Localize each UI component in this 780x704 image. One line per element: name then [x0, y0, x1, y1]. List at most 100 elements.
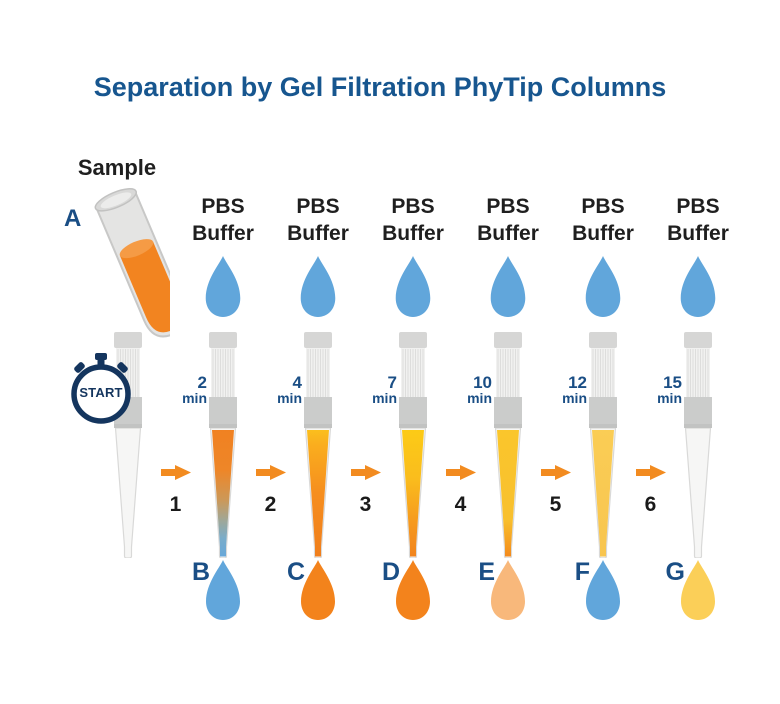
tip-cap — [209, 332, 237, 348]
tip-collar — [304, 397, 332, 428]
elution-time-label: 15 min — [657, 373, 682, 406]
pbs-buffer-line2: Buffer — [192, 222, 254, 245]
tip-collar-edge — [589, 424, 617, 428]
tip-collar-edge — [494, 424, 522, 428]
step-number: 6 — [644, 493, 657, 516]
pbs-buffer-line1: PBS — [581, 195, 625, 218]
diagram-title: Separation by Gel Filtration PhyTip Colu… — [93, 72, 667, 102]
tip-liquid — [402, 430, 424, 557]
fraction-letter: E — [478, 558, 495, 586]
fraction-letter: C — [286, 558, 305, 586]
pbs-buffer-line2: Buffer — [477, 222, 539, 245]
pbs-buffer-line1: PBS — [296, 195, 340, 218]
step-arrow-icon — [255, 465, 286, 480]
tube-liquid-surface — [119, 239, 154, 259]
column-tip-4min: PBS Buffer 4 min C — [258, 0, 378, 704]
elution-time-label: 10 min — [467, 373, 492, 405]
tip-rib-lines — [402, 349, 424, 397]
elution-time-label: 2 min — [182, 373, 207, 406]
fraction-letter: B — [191, 558, 210, 586]
step-arrow-icon — [540, 465, 571, 480]
tip-cap — [304, 332, 332, 348]
step-arrow-icon — [160, 465, 191, 480]
eluate-drop-icon — [396, 560, 430, 620]
buffer-drop-icon — [585, 256, 621, 317]
tip-collar — [684, 397, 712, 428]
step-arrow-icon — [445, 465, 476, 480]
pipette-tip-icon — [494, 332, 522, 558]
eluate-drop-icon — [301, 560, 335, 620]
elution-time-value: 2 — [197, 373, 207, 392]
elution-time-value: 4 — [292, 373, 302, 392]
eluate-drop-icon — [681, 560, 715, 620]
elution-time-value: 15 — [663, 373, 682, 392]
tip-collar-edge — [114, 424, 142, 428]
tip-liquid — [497, 430, 519, 557]
buffer-drop-icon — [680, 256, 716, 317]
step-number: 5 — [549, 493, 562, 516]
elution-time-value: 12 — [568, 373, 587, 392]
tip-collar-edge — [209, 424, 237, 428]
pbs-buffer-line2: Buffer — [382, 222, 444, 245]
pbs-buffer-line2: Buffer — [667, 222, 729, 245]
elution-time-value: 7 — [387, 373, 397, 392]
buffer-drop-icon — [205, 256, 241, 317]
step-arrow-icon — [635, 465, 666, 480]
step-arrow-group: 1 — [154, 462, 198, 517]
tip-collar — [399, 397, 427, 428]
pipette-tip-icon — [684, 332, 712, 558]
step-arrow-group: 4 — [439, 462, 483, 517]
elution-time-label: 12 min — [562, 373, 587, 406]
sample-label: Sample — [77, 155, 157, 180]
pipette-tip-icon — [209, 332, 237, 558]
column-tip-2min: PBS Buffer 2 min B — [163, 0, 283, 704]
tip-collar — [494, 397, 522, 428]
step-number: 4 — [454, 493, 467, 516]
elution-time-unit: min — [182, 390, 207, 406]
tip-rib-lines — [687, 349, 709, 397]
column-tip-15min: PBS Buffer 15 min G — [638, 0, 758, 704]
eluate-drop-icon — [206, 560, 240, 620]
tip-body — [114, 427, 142, 558]
step-arrow-group: 5 — [534, 462, 578, 517]
tip-cap — [494, 332, 522, 348]
step-number: 3 — [359, 493, 372, 516]
elution-time-unit: min — [277, 390, 302, 406]
tip-liquid — [307, 430, 329, 557]
pipette-tip-icon — [399, 332, 427, 558]
step-arrow-icon — [350, 465, 381, 480]
tip-cap — [114, 332, 142, 348]
pipette-tip-icon — [589, 332, 617, 558]
pbs-buffer-line1: PBS — [486, 195, 530, 218]
pipette-tip-icon — [304, 332, 332, 558]
elution-time-unit: min — [562, 390, 587, 406]
step-arrow-group: 2 — [249, 462, 293, 517]
eluate-drop-icon — [491, 560, 525, 620]
pbs-buffer-line2: Buffer — [572, 222, 634, 245]
tip-rib-lines — [212, 349, 234, 397]
buffer-drop-icon — [490, 256, 526, 317]
buffer-drop-icon — [395, 256, 431, 317]
tip-rib-lines — [307, 349, 329, 397]
pbs-buffer-label: PBS Buffer — [163, 193, 283, 247]
sample-fraction-letter: A — [64, 205, 82, 232]
tip-collar — [209, 397, 237, 428]
tip-cap — [684, 332, 712, 348]
elution-time-unit: min — [657, 390, 682, 406]
pbs-buffer-label: PBS Buffer — [258, 193, 378, 247]
column-tip-7min: PBS Buffer 7 min D — [353, 0, 473, 704]
elution-time-value: 10 — [473, 373, 492, 392]
tube-liquid — [119, 241, 170, 333]
tip-body — [684, 427, 712, 558]
tip-cap — [589, 332, 617, 348]
pbs-buffer-label: PBS Buffer — [638, 193, 758, 247]
tip-collar-edge — [684, 424, 712, 428]
column-tip-10min: PBS Buffer 10 min E — [448, 0, 568, 704]
pbs-buffer-line1: PBS — [391, 195, 435, 218]
stopwatch-start-label: START — [79, 385, 123, 400]
pbs-buffer-line2: Buffer — [287, 222, 349, 245]
tube-opening-inner — [100, 192, 132, 209]
elution-time-label: 7 min — [372, 373, 397, 405]
tip-liquid — [212, 430, 234, 557]
